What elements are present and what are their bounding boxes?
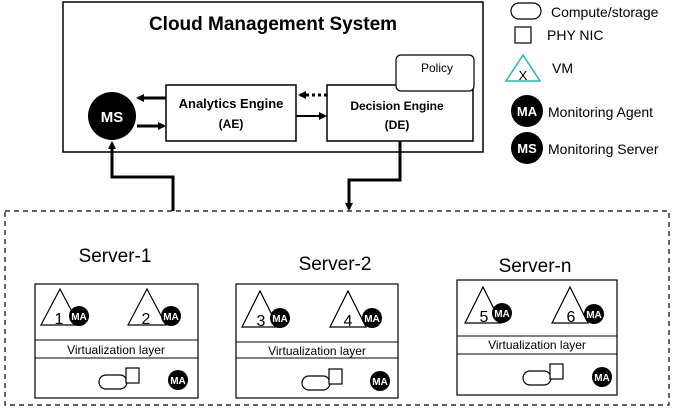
server-1-host-agent: MA	[168, 370, 188, 390]
vm-6-ma: MA	[586, 310, 602, 321]
vm-2-number: 2	[142, 311, 151, 328]
legend-nic-label: PHY NIC	[547, 27, 604, 43]
ms-label: MS	[101, 109, 124, 126]
legend-ms-symbol: MS	[517, 141, 537, 156]
server-n-host-ma: MA	[594, 373, 610, 384]
server-n-name: Server-n	[499, 256, 572, 277]
datacenter-boundary	[4, 210, 670, 406]
arrow-servers-to-ms	[108, 141, 175, 211]
legend-ma-symbol: MA	[517, 104, 538, 119]
analytics-engine: Analytics Engine (AE)	[165, 84, 297, 142]
vm-2-ma: MA	[163, 312, 179, 323]
vm-6-number: 6	[567, 309, 576, 326]
legend-compute-label: Compute/storage	[551, 4, 659, 20]
legend-compute-storage: Compute/storage	[510, 2, 659, 20]
vm-1-ma: MA	[71, 312, 87, 323]
legend-phy-nic: PHY NIC	[514, 26, 604, 44]
vm-3: 3 MA	[241, 289, 290, 330]
analytics-engine-label: Analytics Engine	[179, 96, 284, 111]
vm-3-number: 3	[257, 313, 266, 330]
server-1-name: Server-1	[79, 246, 152, 267]
vm-4: 4 MA	[329, 289, 382, 330]
vm-5-ma: MA	[494, 309, 510, 320]
decision-engine-label: Decision Engine	[350, 99, 444, 113]
vm-5-number: 5	[480, 309, 489, 326]
server-2-layer: Virtualization layer	[268, 344, 366, 358]
legend-monitoring-agent: MA Monitoring Agent	[511, 95, 653, 127]
vm-2: 2 MA	[127, 287, 181, 328]
server-1-host-ma: MA	[170, 376, 186, 387]
cloud-management-system: Cloud Management System MS Analytics Eng…	[62, 1, 484, 153]
cms-title: Cloud Management System	[149, 14, 397, 35]
server-2-name: Server-2	[299, 254, 372, 275]
server-2-host-agent: MA	[370, 371, 390, 391]
policy-label: Policy	[421, 61, 453, 75]
legend-vm-label: VM	[552, 60, 573, 76]
monitoring-server-node: MS	[88, 92, 136, 140]
server-2: Server-2 3 MA 4 MA Virtualization layer …	[235, 254, 399, 399]
decision-engine-abbr: (DE)	[385, 118, 410, 132]
vm-5: 5 MA	[464, 285, 512, 326]
legend-ms-label: Monitoring Server	[548, 141, 659, 157]
vm-1-number: 1	[55, 311, 64, 328]
server-n-compute-storage	[522, 363, 564, 386]
policy-box	[395, 54, 475, 92]
server-n: Server-n 5 MA 6 MA Virtualization layer …	[456, 256, 618, 396]
server-1-layer: Virtualization layer	[67, 343, 165, 357]
vm-6: 6 MA	[551, 285, 604, 326]
legend: Compute/storage PHY NIC X VM MA Monitori…	[504, 2, 659, 164]
server-n-host-agent: MA	[592, 367, 612, 387]
legend-vm-symbol: X	[519, 68, 528, 83]
legend-vm: X VM	[504, 53, 573, 83]
legend-monitoring-server: MS Monitoring Server	[511, 132, 659, 164]
vm-4-ma: MA	[364, 314, 380, 325]
vm-4-number: 4	[344, 313, 353, 330]
arrow-de-to-servers	[345, 141, 402, 211]
analytics-engine-abbr: (AE)	[219, 117, 244, 131]
vm-3-ma: MA	[272, 314, 288, 325]
server-1-compute-storage	[98, 367, 140, 390]
decision-engine: Policy Decision Engine (DE)	[326, 54, 475, 142]
vm-1: 1 MA	[40, 287, 89, 328]
server-n-layer: Virtualization layer	[488, 338, 586, 352]
server-1: Server-1 1 MA 2 MA Virtualization layer …	[34, 246, 199, 399]
legend-ma-label: Monitoring Agent	[548, 104, 653, 120]
server-2-host-ma: MA	[372, 377, 388, 388]
server-2-compute-storage	[301, 368, 343, 391]
